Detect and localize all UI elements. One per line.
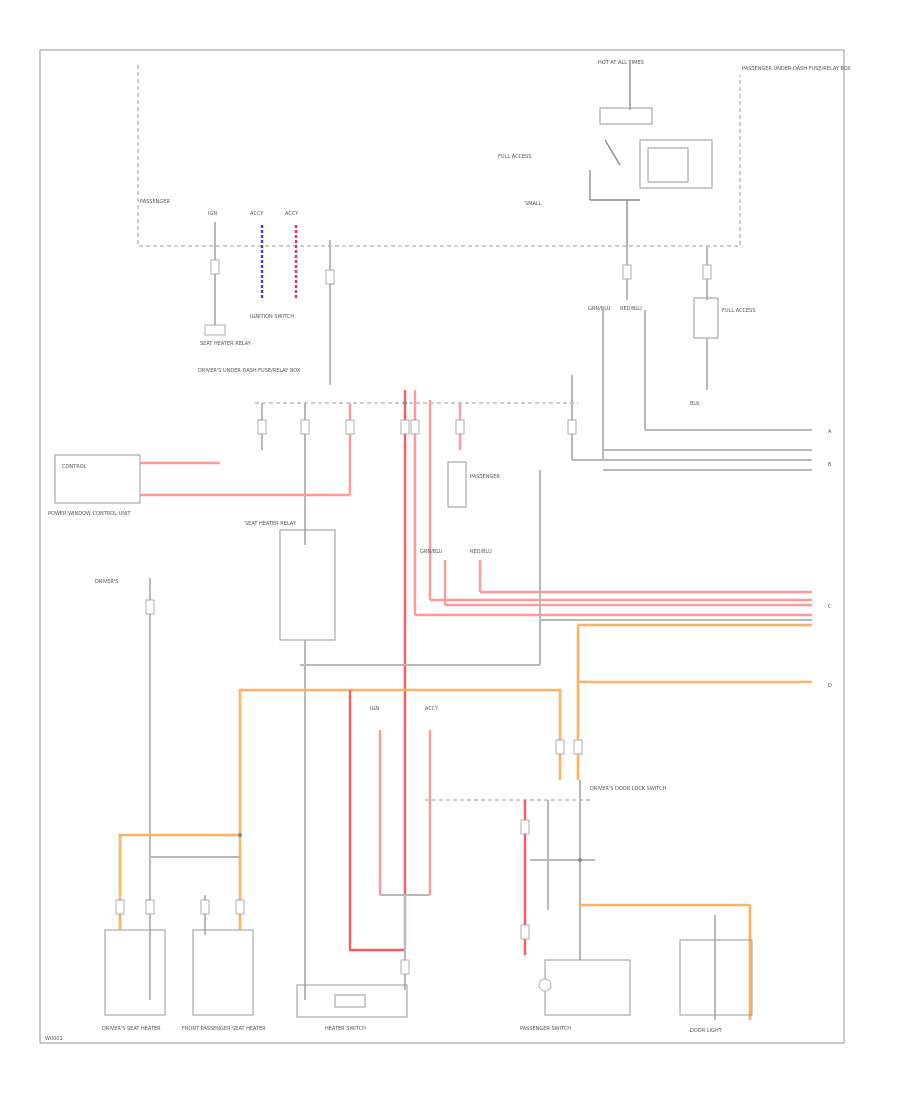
bottom-components: DRIVER'S SEAT HEATER FRONT PASSENGER SEA… bbox=[102, 929, 408, 1032]
svg-text:DRIVER'S: DRIVER'S bbox=[95, 579, 118, 585]
right-harness: GRN/BLU RED/BLU PASSENGER bbox=[300, 400, 812, 684]
center-relay: SEAT HEATER RELAY DRIVER'S bbox=[95, 521, 336, 1000]
heater-switch-label: HEATER SWITCH bbox=[325, 1026, 366, 1032]
svg-text:IGN: IGN bbox=[370, 706, 379, 712]
diagram-frame bbox=[39, 49, 845, 1044]
svg-text:BLK: BLK bbox=[690, 401, 700, 407]
right-seat-heater-label: FRONT PASSENGER SEAT HEATER bbox=[182, 1026, 266, 1032]
passenger-switch-block: DRIVER'S DOOR LOCK SWITCH PASSENGER SWIT… bbox=[520, 780, 753, 1034]
door-light-label: DOOR LIGHT bbox=[690, 1028, 723, 1034]
drivers-fuse-box-label: DRIVER'S UNDER-DASH FUSE/RELAY BOX bbox=[198, 368, 301, 374]
left-control-unit-label: POWER WINDOW CONTROL UNIT bbox=[48, 511, 131, 517]
svg-text:ACCY: ACCY bbox=[425, 706, 439, 712]
svg-text:FULL ACCESS: FULL ACCESS bbox=[722, 308, 756, 314]
drivers-fuse-box: DRIVER'S UNDER-DASH FUSE/RELAY BOX bbox=[198, 368, 578, 945]
passenger-fuse-box: HOT AT ALL TIMES PASSENGER UNDER-DASH FU… bbox=[137, 60, 851, 247]
svg-text:SEAT HEATER RELAY: SEAT HEATER RELAY bbox=[245, 521, 297, 527]
svg-text:SMALL: SMALL bbox=[525, 201, 542, 207]
svg-text:GRN/BLU: GRN/BLU bbox=[420, 549, 443, 555]
drivers-door-switch-label: DRIVER'S DOOR LOCK SWITCH bbox=[590, 786, 667, 792]
passenger-fuse-box-label: PASSENGER UNDER-DASH FUSE/RELAY BOX bbox=[742, 66, 851, 72]
svg-text:SEAT HEATER RELAY: SEAT HEATER RELAY bbox=[200, 341, 252, 347]
svg-text:PASSENGER: PASSENGER bbox=[470, 474, 500, 480]
svg-text:RED/BLU: RED/BLU bbox=[620, 306, 642, 312]
svg-text:IGNITION SWITCH: IGNITION SWITCH bbox=[250, 314, 294, 320]
connector-markers bbox=[115, 259, 712, 975]
left-control-unit: CONTROL POWER WINDOW CONTROL UNIT bbox=[48, 454, 350, 517]
svg-text:GRN/BLU: GRN/BLU bbox=[588, 306, 611, 312]
svg-text:RED/BLU: RED/BLU bbox=[470, 549, 492, 555]
svg-text:FULL ACCESS: FULL ACCESS bbox=[498, 154, 532, 160]
left-seat-heater-label: DRIVER'S SEAT HEATER bbox=[102, 1026, 161, 1032]
svg-text:CONTROL: CONTROL bbox=[62, 464, 87, 470]
hot-at-all-times-label: HOT AT ALL TIMES bbox=[598, 60, 644, 66]
edge-label-a: A bbox=[828, 429, 832, 435]
svg-text:PASSENGER: PASSENGER bbox=[140, 199, 170, 205]
fuse-box-drops: SEAT HEATER RELAY IGNITION SWITCH RED/BL… bbox=[200, 222, 756, 460]
svg-text:ACCY: ACCY bbox=[285, 211, 299, 217]
edge-label-d: D bbox=[828, 683, 832, 689]
svg-text:ACCY: ACCY bbox=[250, 211, 264, 217]
center-switch-relays: IGN ACCY bbox=[370, 706, 590, 990]
orange-harness bbox=[118, 625, 580, 952]
footer-code: W0001 bbox=[45, 1036, 63, 1042]
edge-labels: A B C D bbox=[828, 429, 832, 689]
passenger-switch-label: PASSENGER SWITCH bbox=[520, 1026, 571, 1032]
svg-text:IGN: IGN bbox=[208, 211, 217, 217]
edge-label-c: C bbox=[828, 604, 832, 610]
edge-label-b: B bbox=[828, 462, 832, 468]
